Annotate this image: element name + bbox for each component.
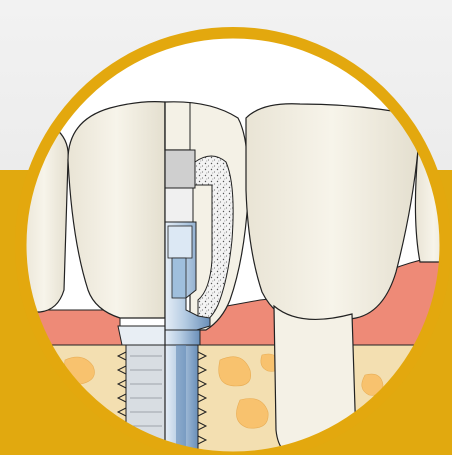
abutment-screw-head bbox=[168, 226, 192, 258]
implant-collar-right bbox=[165, 330, 200, 345]
abutment-top bbox=[165, 150, 195, 188]
implant-collar bbox=[118, 326, 165, 345]
abutment-screw bbox=[172, 258, 186, 298]
abutment-mid bbox=[165, 188, 193, 222]
